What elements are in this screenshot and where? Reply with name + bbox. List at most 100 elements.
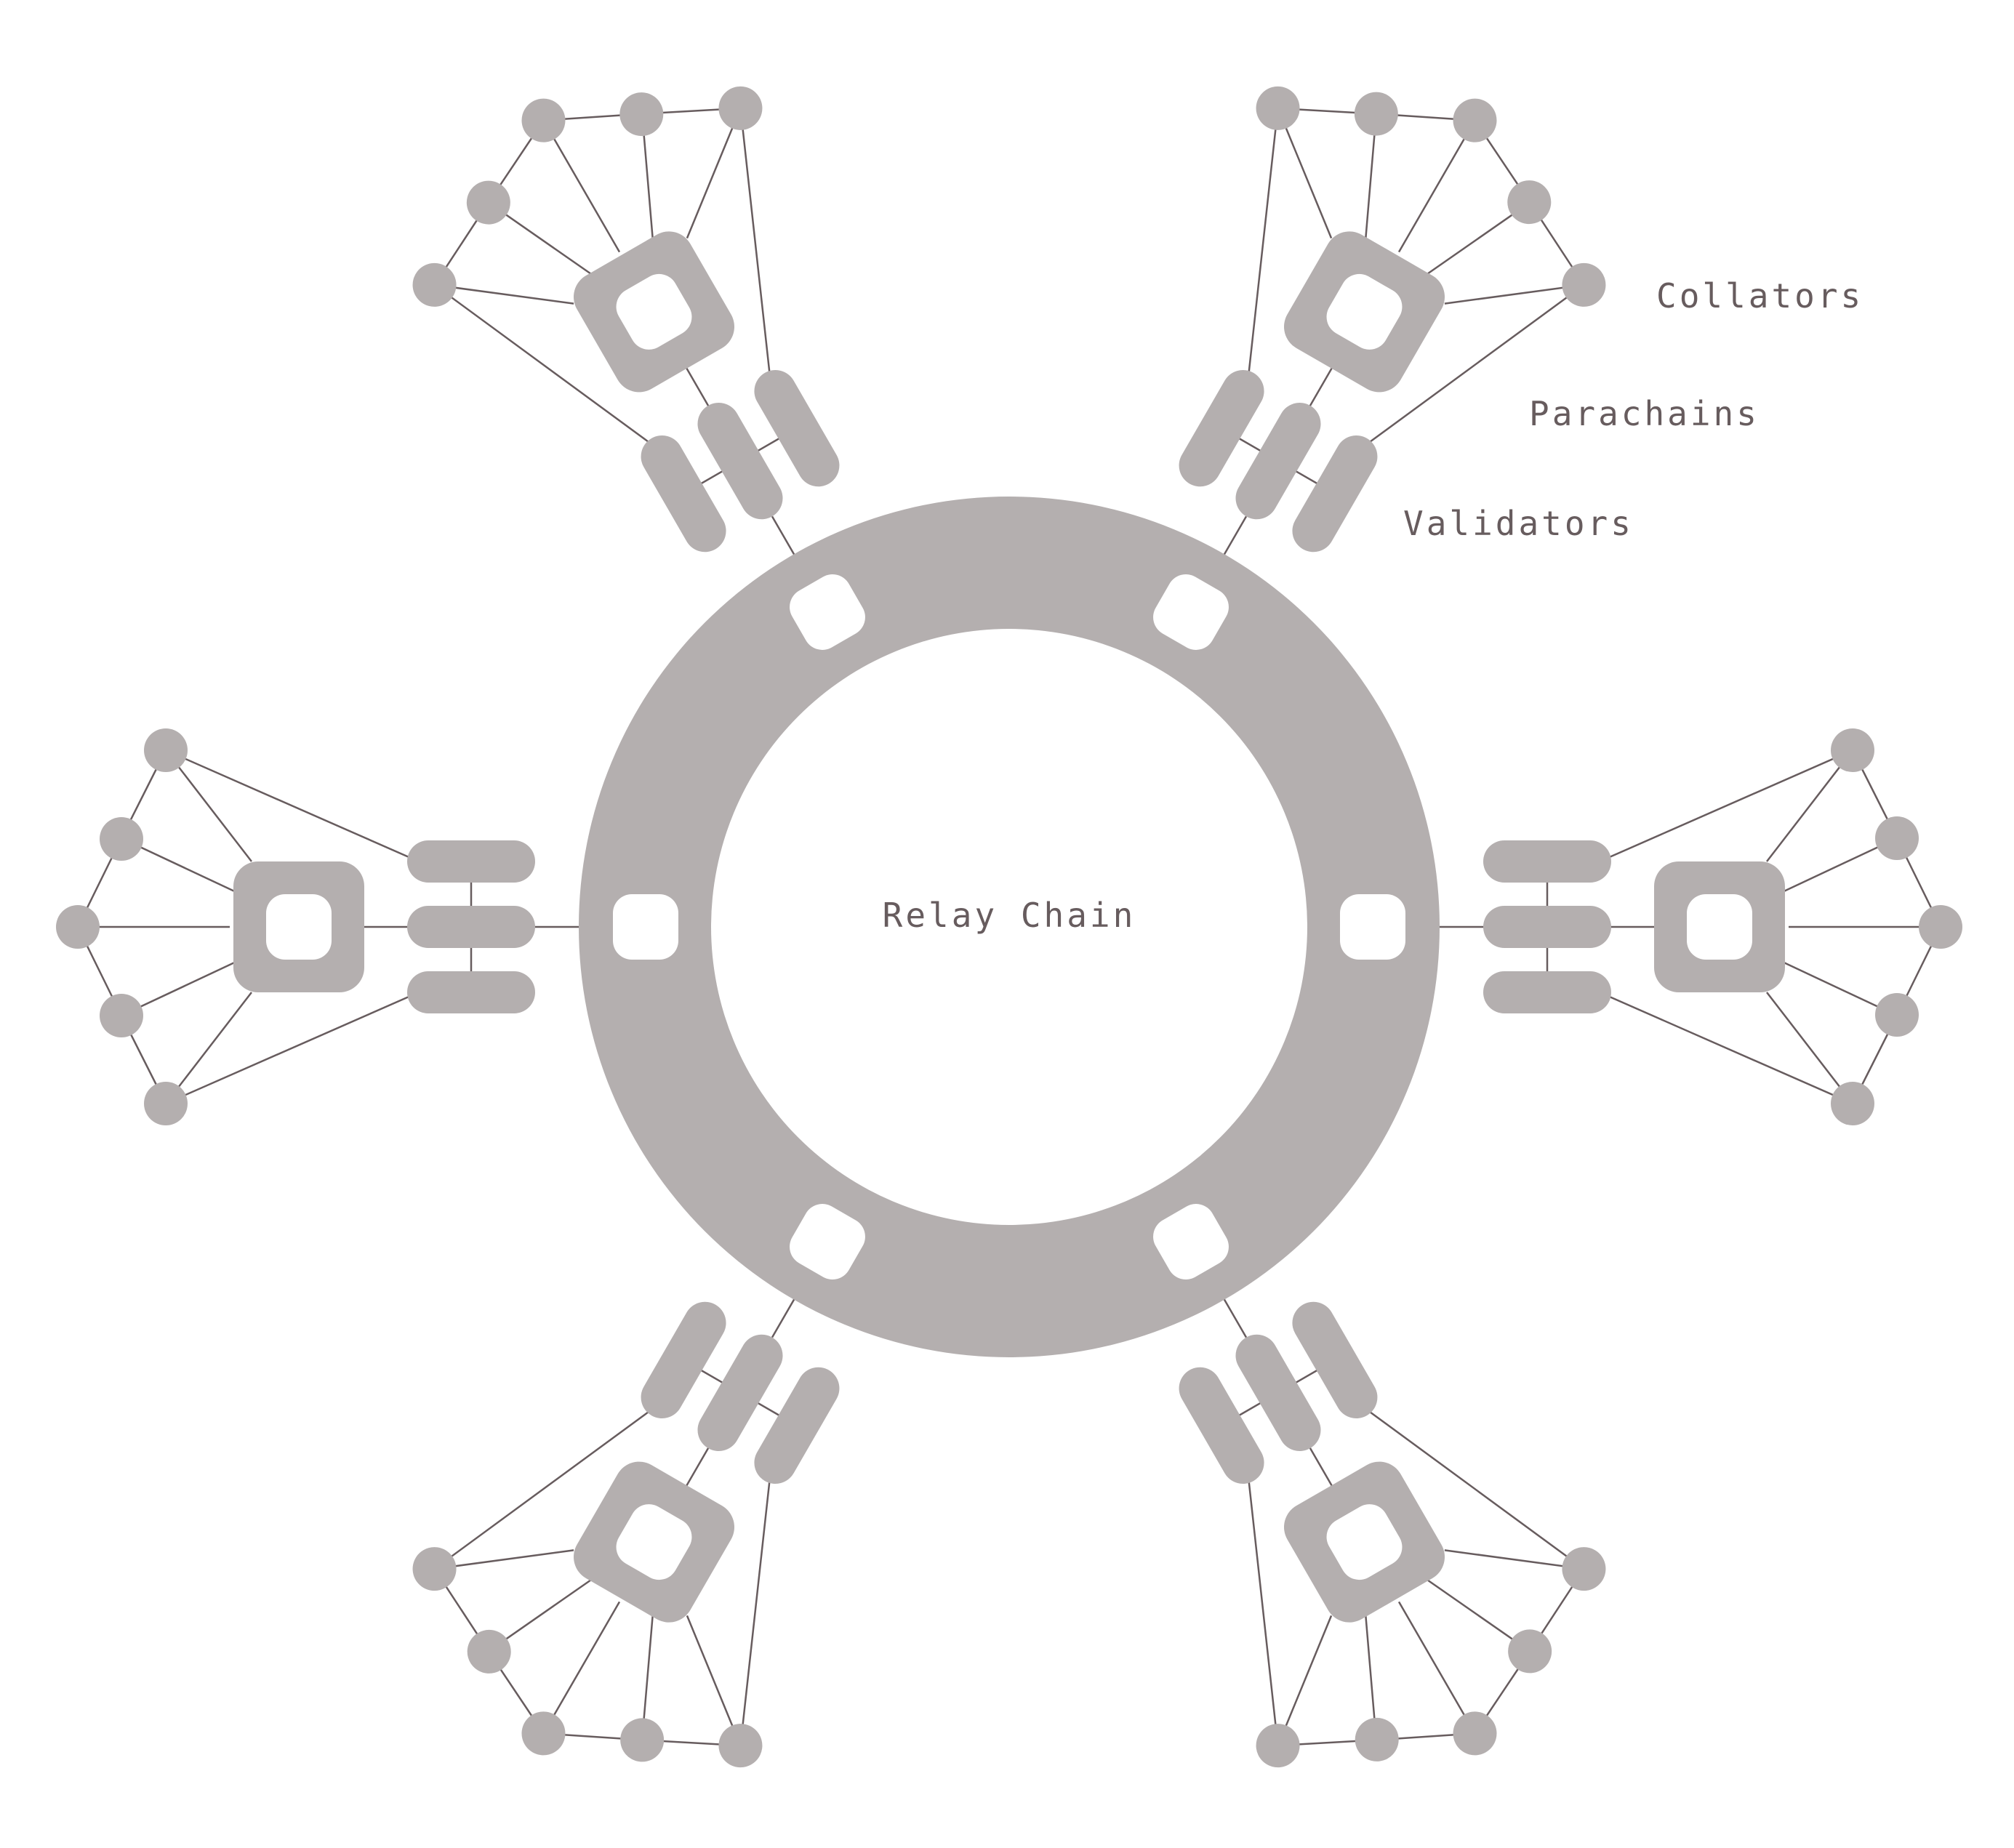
connection-line [682, 1445, 711, 1493]
collators-label: Collators [1656, 276, 1863, 316]
connection-line [1364, 113, 1378, 246]
parachain-group-right [1340, 728, 1962, 1125]
collator-4 [619, 92, 664, 137]
connection-line [1246, 108, 1279, 383]
validator-top [407, 971, 535, 1013]
connection-line [682, 361, 711, 409]
connection-line [165, 750, 252, 862]
collator-3 [1453, 1711, 1497, 1756]
connection-line [1421, 1575, 1530, 1652]
validator-bottom [641, 1301, 726, 1418]
parachain-group-bottom-right [1153, 1204, 1606, 1768]
parachain-block [574, 231, 734, 393]
collator-1 [1831, 728, 1874, 772]
connection-line [434, 1549, 574, 1570]
validator-top [1483, 840, 1611, 883]
connection-line [1599, 991, 1853, 1105]
connection-line [1277, 108, 1333, 239]
connection-line [739, 108, 772, 383]
connection-line [121, 958, 241, 1017]
collator-2 [1508, 1629, 1552, 1674]
parachain-group-bottom-left [412, 1204, 865, 1768]
connection-line [1307, 361, 1336, 409]
collator-3 [521, 1711, 566, 1756]
connection-line [488, 201, 598, 279]
collator-5 [718, 86, 763, 130]
parachain-group-left-edges [76, 749, 582, 1105]
validator-middle [1235, 403, 1321, 520]
relay-chain-label: Relay Chain [883, 896, 1136, 935]
collator-5 [1831, 1082, 1874, 1125]
collator-4 [100, 817, 143, 861]
connection-line [165, 749, 420, 863]
relay-slot [1153, 1204, 1229, 1279]
collator-1 [1562, 1547, 1606, 1591]
connection-line [434, 284, 574, 305]
connection-line [542, 1601, 621, 1735]
connection-line [771, 1295, 797, 1338]
validator-middle [697, 1334, 783, 1451]
collator-4 [467, 1629, 511, 1674]
relay-slot [790, 1204, 865, 1279]
collator-2 [1875, 816, 1919, 860]
validator-bottom [754, 370, 840, 487]
validator-bottom [407, 840, 535, 883]
relay-slot [1153, 574, 1229, 650]
parachain-group-bottom-right-edges [1221, 1295, 1585, 1747]
connection-line [433, 1405, 658, 1570]
parachain-block [1284, 1461, 1445, 1623]
collator-5 [1256, 1724, 1300, 1768]
parachains-label: Parachains [1529, 394, 1760, 433]
network-shapes [56, 86, 1962, 1768]
connection-line [1397, 1601, 1476, 1735]
collator-1 [718, 1724, 763, 1768]
parachain-group-top-left [412, 86, 865, 650]
parachain-block [233, 861, 364, 992]
collator-1 [412, 262, 457, 307]
connection-line [1221, 1295, 1248, 1338]
collator-2 [466, 180, 510, 225]
parachain-block [1284, 231, 1445, 393]
connection-line [1307, 1445, 1336, 1493]
parachain-block [1654, 861, 1785, 992]
parachain-group-top-right [1153, 86, 1606, 650]
validator-top [641, 435, 726, 553]
validator-top [1179, 370, 1264, 487]
collator-3 [1453, 98, 1497, 142]
connection-line [1360, 284, 1585, 449]
connection-line [1221, 515, 1248, 558]
relay-chain-ring [579, 497, 1440, 1357]
connection-line [1444, 284, 1584, 305]
validator-middle [1235, 1334, 1321, 1451]
connection-line [165, 991, 420, 1105]
collator-5 [412, 1547, 457, 1591]
connection-line [771, 515, 797, 558]
connection-line [542, 119, 621, 253]
connection-line [1766, 992, 1853, 1104]
collator-3 [1919, 905, 1962, 949]
connection-line [1397, 119, 1476, 253]
relay-slot [790, 574, 865, 650]
parachain-group-left [56, 728, 678, 1125]
connection-line [165, 992, 252, 1104]
relay-slot [613, 894, 678, 960]
validator-bottom [1483, 971, 1611, 1013]
connection-line [641, 1608, 654, 1740]
collator-1 [1256, 86, 1300, 130]
collator-2 [1354, 92, 1398, 136]
connection-line [433, 284, 658, 449]
collator-1 [144, 1082, 188, 1125]
labels: Relay Chain Collators Parachains Validat… [883, 276, 1863, 935]
validator-bottom [1179, 1367, 1264, 1484]
connection-line [686, 108, 742, 239]
collator-3 [56, 905, 100, 949]
validator-top [754, 1367, 840, 1484]
validators-label: Validators [1403, 504, 1634, 543]
validator-top [1292, 1301, 1378, 1418]
connection-line [1360, 1405, 1585, 1570]
collator-3 [521, 98, 566, 142]
connection-line [739, 1471, 772, 1746]
collator-2 [620, 1718, 665, 1762]
collator-4 [1507, 180, 1552, 225]
